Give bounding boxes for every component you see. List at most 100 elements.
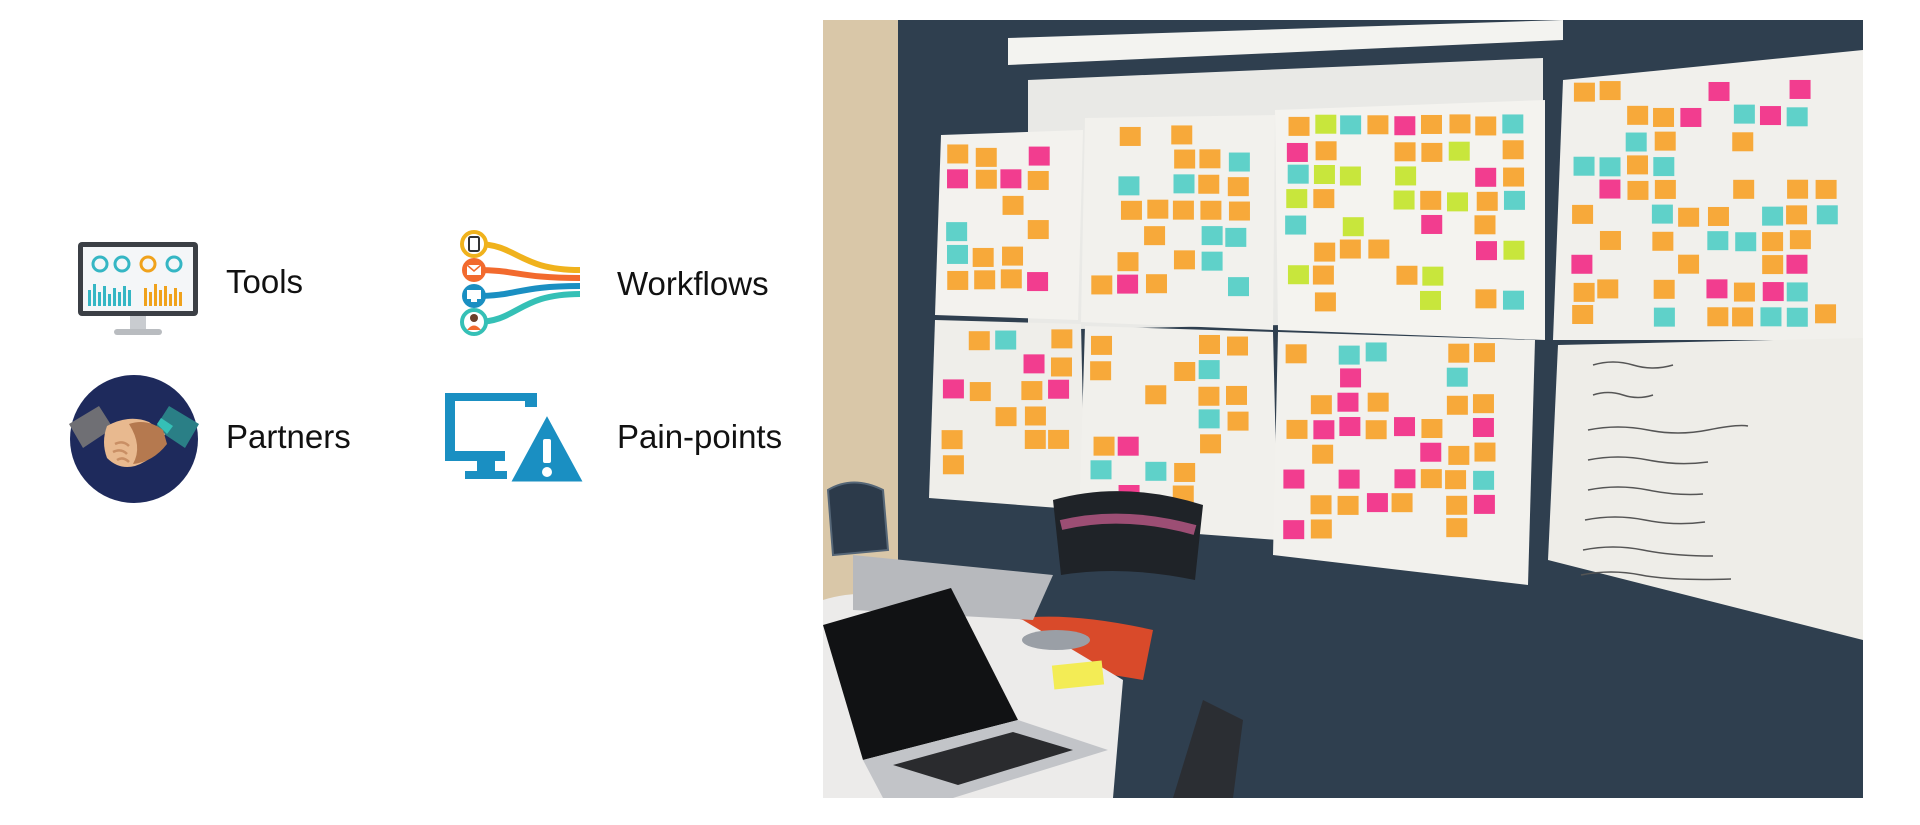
sticky-note — [1680, 107, 1702, 127]
chairs — [826, 481, 1243, 798]
sticky-note — [1283, 520, 1305, 540]
sticky-note — [1286, 419, 1308, 439]
sticky-note — [1503, 190, 1525, 210]
sticky-note — [1093, 436, 1115, 456]
sticky-note — [1285, 344, 1307, 364]
sticky-note — [1198, 174, 1220, 194]
sticky-note — [1473, 494, 1495, 514]
sticky-note — [1002, 246, 1024, 266]
sticky-note — [1627, 180, 1649, 200]
sticky-note — [975, 147, 997, 167]
sticky-note — [1117, 436, 1139, 456]
sticky-note — [942, 455, 964, 475]
sticky-note — [1339, 417, 1361, 437]
sticky-note — [1502, 114, 1524, 134]
sticky-note — [1627, 105, 1649, 125]
sticky-note — [1475, 116, 1497, 136]
sticky-note — [1048, 429, 1070, 449]
sticky-note — [1735, 232, 1757, 252]
shelf — [1008, 20, 1563, 65]
sticky-note — [1199, 149, 1221, 169]
sticky-note — [1653, 279, 1675, 299]
sticky-note — [1421, 142, 1443, 162]
sticky-note — [1678, 207, 1700, 227]
sticky-note — [1288, 116, 1310, 136]
sticky-note — [1118, 176, 1140, 196]
sticky-note — [1227, 336, 1249, 356]
sticky-note — [947, 270, 969, 290]
sticky-note — [946, 222, 968, 242]
sticky-note — [1448, 141, 1470, 161]
laptops — [823, 555, 1108, 798]
sticky-note — [1449, 114, 1471, 134]
sticky-note — [1786, 254, 1808, 274]
sticky-note — [1051, 329, 1073, 349]
sticky-note — [1312, 444, 1334, 464]
sticky-note — [1315, 141, 1337, 161]
sticky-note — [1815, 179, 1837, 199]
sticky-note — [1733, 179, 1755, 199]
sticky-note — [1119, 126, 1141, 146]
sticky-note — [1815, 304, 1837, 324]
sticky-note — [1228, 201, 1250, 221]
sticky-note — [975, 169, 997, 189]
sticky-note — [974, 270, 996, 290]
sticky-note — [941, 430, 963, 450]
sticky-note — [1315, 114, 1337, 134]
sticky-note — [1173, 174, 1195, 194]
sticky-note — [1446, 518, 1468, 538]
sticky-note — [1599, 157, 1621, 177]
sticky-note — [1199, 334, 1221, 354]
sticky-note — [1337, 392, 1359, 412]
sticky-note — [1678, 254, 1700, 274]
sticky-note — [1313, 420, 1335, 440]
sticky-note — [995, 330, 1017, 350]
sticky-note — [1420, 442, 1442, 462]
sticky-note — [1391, 493, 1413, 513]
sticky-note — [1447, 192, 1469, 212]
sticky-note — [1173, 250, 1195, 270]
sticky-note — [1762, 232, 1784, 252]
sticky-note — [1597, 279, 1619, 299]
legend-label-workflows: Workflows — [617, 265, 769, 302]
sticky-note — [1144, 226, 1166, 246]
sticky-note — [946, 244, 968, 264]
sticky-note — [1337, 495, 1359, 515]
sticky-note — [1706, 279, 1728, 299]
sticky-note — [1502, 290, 1524, 310]
sticky-note — [1286, 189, 1308, 209]
sticky-note — [1287, 164, 1309, 184]
sticky-note — [1310, 395, 1332, 415]
sticky-note — [1816, 205, 1838, 225]
sticky-note — [1091, 275, 1113, 295]
monitor-dashboard-icon — [78, 242, 198, 335]
sticky-note — [1145, 274, 1167, 294]
sticky-note — [1732, 132, 1754, 152]
sticky-note — [1707, 307, 1729, 327]
sticky-note — [1117, 252, 1139, 272]
sticky-note — [1732, 307, 1754, 327]
sticky-note — [1572, 304, 1594, 324]
sticky-note — [995, 407, 1017, 427]
sticky-note — [1174, 462, 1196, 482]
sticky-note — [1572, 204, 1594, 224]
sticky-note — [1286, 142, 1308, 162]
sticky-note — [1708, 81, 1730, 101]
sticky-note — [1339, 239, 1361, 259]
sticky-note — [1171, 125, 1193, 145]
sticky-note — [1476, 191, 1498, 211]
sticky-note — [1472, 417, 1494, 437]
sticky-note — [1503, 167, 1525, 187]
sticky-note — [947, 144, 969, 164]
sticky-note — [1448, 445, 1470, 465]
sticky-note — [1198, 409, 1220, 429]
sticky-note — [1760, 307, 1782, 327]
sticky-note — [1024, 406, 1046, 426]
sticky-note — [1174, 149, 1196, 169]
sticky-notes — [941, 79, 1838, 540]
phone — [1022, 630, 1090, 650]
sticky-note — [1174, 362, 1196, 382]
sticky-note — [1090, 361, 1112, 381]
sticky-note — [1472, 394, 1494, 414]
sticky-note — [1502, 140, 1524, 160]
